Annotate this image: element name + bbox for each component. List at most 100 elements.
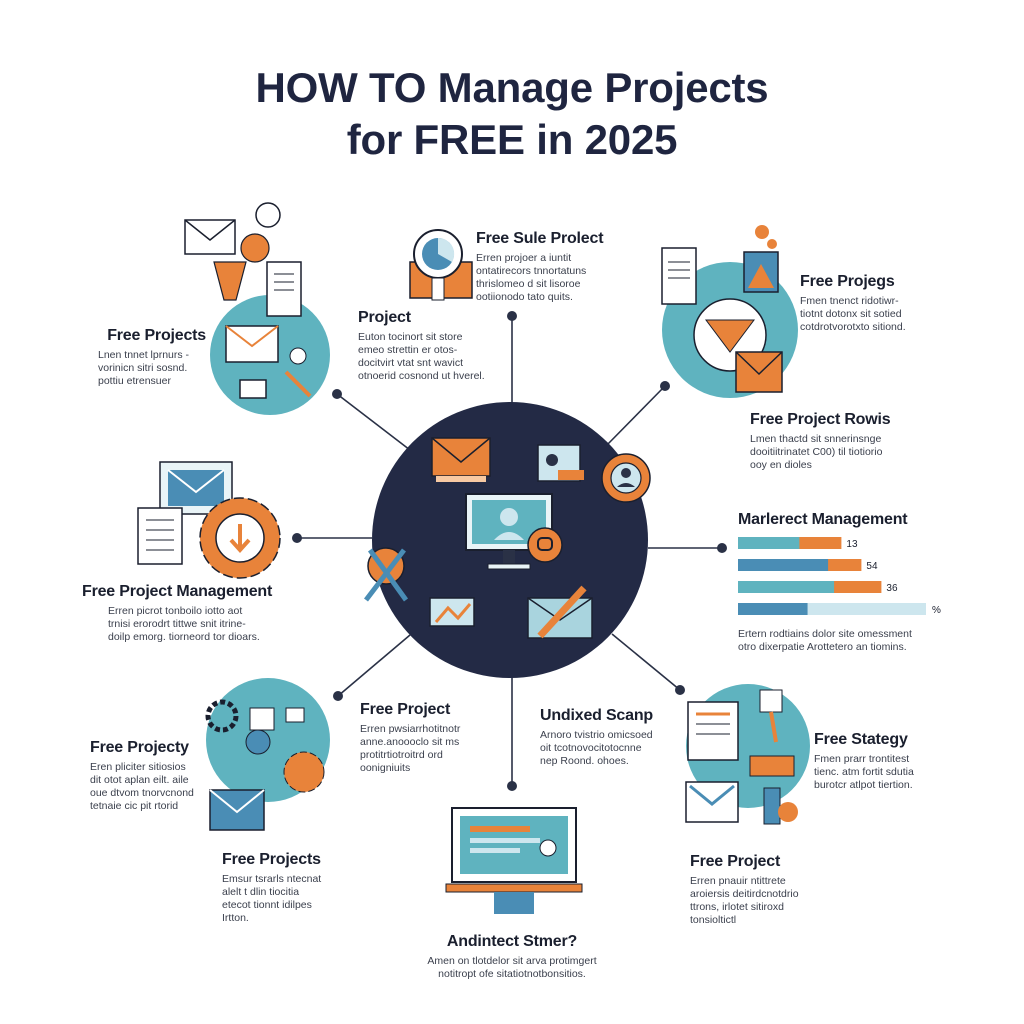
body-line: Lmen thactd sit snnerinsnge [750,433,882,445]
block-right-middle: Marlerect Management [738,510,958,530]
body-line: burotcr atlpot tiertion. [814,779,913,791]
block-body: Lnen tnnet lprnurs - vorinicn sitri sosn… [98,349,206,388]
body-line: alelt t dlin tiocitia [222,886,300,898]
block-bottom-left-lower: Free Projects Emsur tsrarls ntecnat alel… [222,850,352,925]
block-body: Fmen tnenct ridotiwr- tiotnt dotonx sit … [800,295,940,334]
block-body: Erren pwsiarrhotitnotr anne.anoooclo sit… [360,723,500,775]
central-hub [364,402,651,678]
block-body: Erren projoer a iuntit ontatirecors tnno… [476,252,616,304]
body-line: cotdrotvorotxto sitiond. [800,321,906,333]
block-bottom-left: Free Projecty Eren pliciter sitiosios di… [90,738,220,813]
body-line: docitvirt vtat snt wavict [358,357,464,369]
body-line: vorinicn sitri sosnd. [98,362,188,374]
body-line: doilp emorg. tiorneord tor dioars. [108,631,260,643]
block-top-left: Free Projects Lnen tnnet lprnurs - vorin… [66,326,206,388]
block-heading: Free Projects [222,851,321,868]
body-line: tetnaie cic pit rtorid [90,800,179,812]
body-line: nep Roond. ohoes. [540,755,629,767]
body-line: Euton tocinort sit store [358,331,463,343]
block-heading: Free Sule Prolect [476,230,604,247]
body-line: ontatirecors tnnortatuns [476,265,587,277]
block-upper-center-left: Project Euton tocinort sit store emeo st… [358,308,508,383]
picture-icon [429,597,475,627]
body-line: Erren projoer a iuntit [476,252,572,264]
body-line: dooitiitrinatet C00) til tiotiorio [750,446,883,458]
top-right-illustration [661,225,798,398]
block-body: Eren pliciter sitiosios dit otot aplan e… [90,761,220,813]
block-lower-center-left: Free Project Erren pwsiarrhotitnotr anne… [360,700,500,775]
block-heading: Free Projects [107,327,206,344]
bar-value-label: 36 [886,583,898,594]
bar-value-label: 13 [846,539,858,550]
bar [738,581,835,593]
block-top-center: Free Sule Prolect Erren projoer a iuntit… [476,229,616,304]
body-line: ttrons, irlotet sitiroxd [690,901,784,913]
bar-chart: 13 54 36% [738,537,941,616]
block-body: Euton tocinort sit store emeo strettin e… [358,331,508,383]
block-heading: Free Projegs [800,273,895,290]
body-line: protitrtiotroitrd ord [360,749,443,761]
block-body: Erren pnauir ntittrete aroiersis deitird… [690,875,830,927]
block-heading: Free Project [690,853,781,870]
mail-pen-icon [527,585,593,639]
block-left-middle: Free Project Management Erren picrot ton… [82,582,282,644]
block-heading: Project [358,309,411,326]
body-line: ootiionodo tato quits. [476,291,573,303]
block-heading: Andintect Stmer? [446,933,578,950]
block-bottom-center: Andintect Stmer? Amen on tlotdelor sit a… [392,932,632,981]
page-title-line2: for FREE in 2025 [346,116,678,163]
body-line: Arnoro tvistrio omicsoed [540,729,653,741]
left-middle-illustration [137,461,281,579]
bar-value-label: % [932,605,941,616]
body-line: notitropt ofe sitatiotnotbonsitios. [438,968,586,980]
magnifier-icon [409,229,473,301]
connector-lines [297,316,722,786]
block-heading: Marlerect Management [738,511,908,528]
block-heading: Undixed Scanp [540,707,653,724]
body-line: oue dtvom tnorvcnond [90,787,194,799]
envelope-icon [431,437,491,482]
block-right-middle-body: Ertern rodtiains dolor site omessment ot… [738,625,968,654]
block-body: Fmen prarr trontitest tienc. atm fortit … [814,753,954,792]
block-heading: Free Projecty [90,739,189,756]
block-body: Amen on tlotdelor sit arva protimgert no… [392,955,632,981]
bar [738,559,829,571]
body-line: pottiu etrensuer [98,375,171,387]
block-bottom-right-lower: Free Project Erren pnauir ntittrete aroi… [690,852,830,927]
body-line: tienc. atm fortit sdutia [814,766,914,778]
body-line: Erren pwsiarrhotitnotr [360,723,461,735]
body-line: otnoerid cosnond ut hverel. [358,370,485,382]
block-heading: Free Project Management [82,583,273,600]
block-top-right: Free Projegs Fmen tnenct ridotiwr- tiotn… [800,272,940,334]
bar [738,537,800,549]
block-bottom-right: Free Stategy Fmen prarr trontitest tienc… [814,730,954,792]
body-line: Irtton. [222,912,249,924]
block-heading: Free Stategy [814,731,908,748]
body-line: oonigniuits [360,762,411,774]
body-line: tonsioltictl [690,914,737,926]
body-line: Eren pliciter sitiosios [90,761,186,773]
block-body: Emsur tsrarls ntecnat alelt t dlin tioci… [222,873,352,925]
body-line: aroiersis deitirdcnotdrio [690,888,799,900]
tools-icon [364,547,409,602]
user-gear-icon [601,453,651,503]
monitor-icon [465,493,563,570]
block-body: Lmen thactd sit snnerinsnge dooitiitrina… [750,433,930,472]
page-title-line1: HOW TO Manage Projects [255,64,769,111]
block-right-upper: Free Project Rowis Lmen thactd sit snner… [750,410,930,472]
block-body: Arnoro tvistrio omicsoed oit tcotnovocit… [540,729,680,768]
body-line: tiotnt dotonx sit sotied [800,308,902,320]
body-line: Erren picrot tonboilo iotto aot [108,605,243,617]
connector-dots [292,311,727,791]
body-line: trnisi erorodrt tittwe snit itrine- [108,618,246,630]
image-card-icon [537,444,584,482]
block-heading: Free Project Rowis [750,411,891,428]
bottom-right-illustration [685,684,810,825]
block-lower-center-right: Undixed Scanp Arnoro tvistrio omicsoed o… [540,706,680,768]
body-line: Fmen tnenct ridotiwr- [800,295,899,307]
bottom-left-illustration [205,678,330,831]
bar-value-label: 54 [866,561,878,572]
body-line: etecot tionnt idilpes [222,899,312,911]
bar [738,603,808,615]
